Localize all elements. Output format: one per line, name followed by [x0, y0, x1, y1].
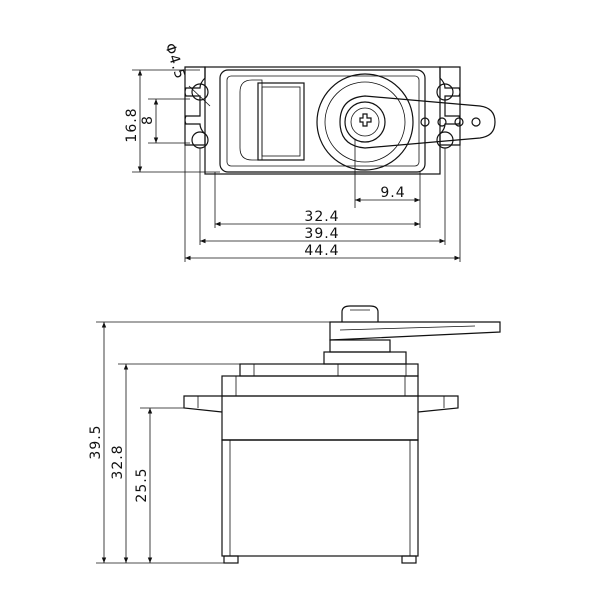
cover-recess — [239, 79, 263, 161]
body-outline — [219, 69, 426, 173]
middle-case — [221, 395, 419, 441]
flange-plate — [204, 66, 441, 175]
foot — [223, 555, 239, 564]
dim-label-9-4: 9.4 — [380, 185, 405, 201]
foot — [401, 555, 417, 564]
right-tab — [417, 395, 459, 413]
screw-head — [359, 113, 372, 127]
servo-horn — [339, 95, 496, 149]
screw-cap — [341, 305, 379, 322]
horn-hole — [454, 117, 464, 127]
dim-label-25-5: 25.5 — [134, 467, 150, 502]
flange-outline — [184, 66, 206, 146]
horn-hole — [437, 117, 447, 127]
body-inner — [226, 75, 420, 167]
left-tab — [183, 395, 223, 413]
upper-case — [221, 375, 419, 397]
horn-hole — [471, 117, 481, 127]
dim-label-16-8: 16.8 — [124, 107, 140, 142]
side-view: 39.5 32.8 25.5 — [88, 305, 501, 564]
mount-hole — [191, 83, 209, 101]
mount-hole — [436, 83, 454, 101]
dim-label-32-4: 32.4 — [304, 209, 339, 225]
dim-label-44-4: 44.4 — [304, 243, 339, 259]
side-horn — [329, 321, 501, 341]
flange-right — [439, 66, 461, 146]
top-view: Φ4.5 16.8 8 9.4 32.4 39.4 44.4 — [124, 41, 496, 262]
horn-hub — [344, 101, 386, 143]
dim-label-39-4: 39.4 — [304, 226, 339, 242]
dim-line-diameter — [188, 85, 211, 107]
label-window — [257, 82, 305, 161]
dim-label-diameter: Φ4.5 — [161, 41, 188, 81]
gear-housing-inner — [324, 81, 406, 163]
dim-label-8: 8 — [140, 115, 156, 125]
spline-hub — [329, 339, 391, 353]
dim-label-32-8: 32.8 — [110, 444, 126, 479]
horn-hub-inner — [350, 107, 380, 137]
label-window-inner — [261, 86, 301, 157]
dim-label-39-5: 39.5 — [88, 424, 104, 459]
gear-top — [323, 351, 407, 365]
lower-case — [221, 439, 419, 557]
top-case-cap — [239, 363, 419, 377]
horn-hole — [420, 117, 430, 127]
gear-housing — [316, 73, 414, 171]
side-horn-line — [339, 325, 476, 331]
